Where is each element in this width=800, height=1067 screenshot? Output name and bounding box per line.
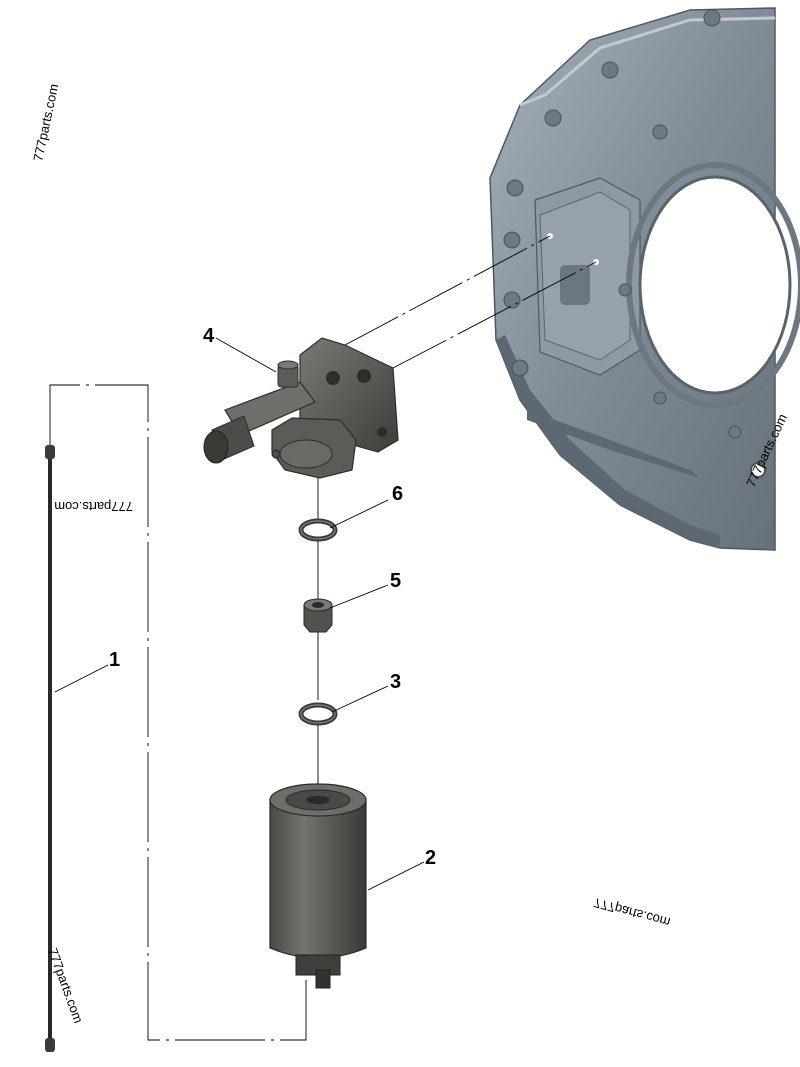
part-4-filter-head: [203, 337, 399, 479]
leader-lines: [54, 337, 425, 891]
callout-label: 4: [203, 325, 215, 347]
callout-label: 5: [390, 570, 401, 592]
watermark: 777parts.com: [54, 499, 133, 514]
part-5-adapter-nipple: [303, 598, 333, 633]
part-2-fuel-filter: [269, 783, 367, 989]
part-6-seal-ring: [298, 518, 338, 542]
hose-routing-frame: [49, 384, 307, 1041]
mounting-lines: [344, 235, 597, 369]
watermark: 777parts.com: [592, 895, 672, 930]
part-1-fuel-hose: [45, 445, 55, 1052]
part-3-seal-ring: [298, 702, 338, 726]
callout-label: 3: [390, 671, 401, 693]
callout-label: 2: [425, 847, 436, 869]
callout-label: 1: [109, 649, 120, 671]
watermark: 777parts.com: [30, 82, 61, 162]
flywheel-housing: [489, 7, 800, 551]
callout-label: 6: [392, 483, 403, 505]
